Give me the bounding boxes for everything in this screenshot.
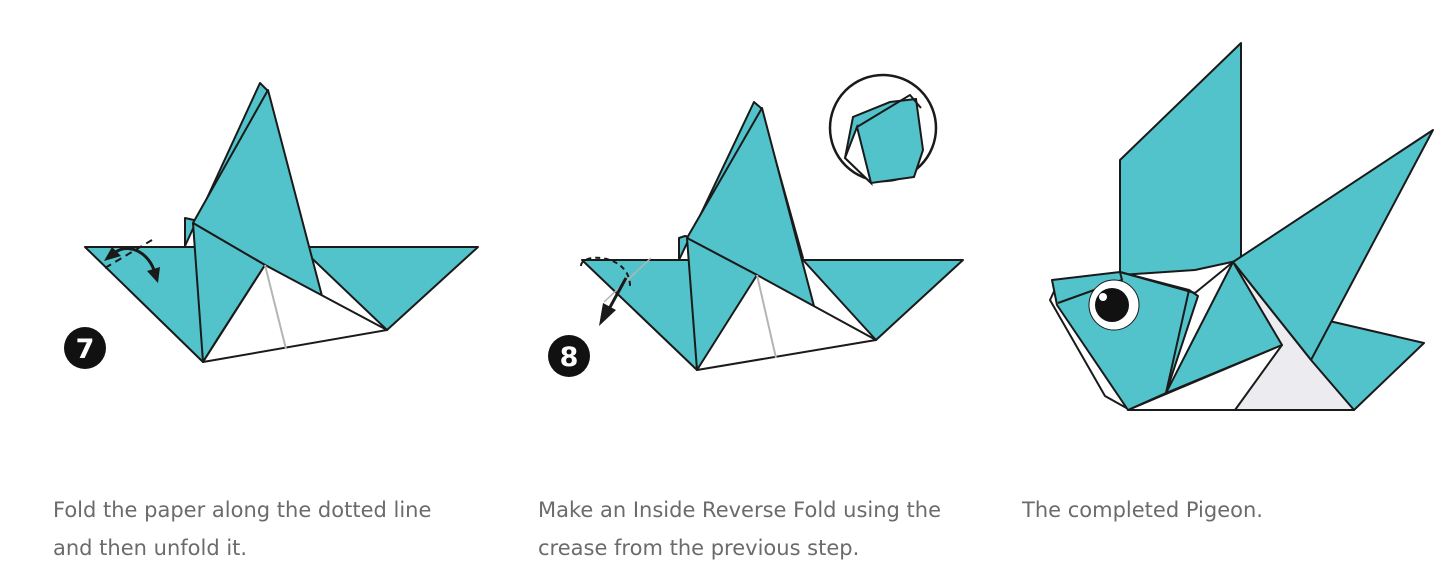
completed-pigeon-step: The completed Pigeon. — [970, 0, 1446, 569]
right-wing-flap — [299, 246, 479, 331]
pigeon-head-crease — [1057, 271, 1123, 304]
fold-unfold-arrow-icon — [104, 239, 160, 283]
step-caption: The completed Pigeon. — [1022, 498, 1263, 522]
step-7: 7 Fold the paper along the dotted line a… — [0, 0, 485, 569]
step-caption: Make an Inside Reverse Fold using the cr… — [538, 498, 942, 560]
step-number-badge: 7 — [64, 327, 106, 369]
right-wing-flap — [802, 259, 964, 341]
pigeon-body — [1165, 261, 1283, 394]
step-number: 8 — [560, 342, 579, 373]
pigeon-neck-crease — [1165, 289, 1190, 394]
eye-icon — [1088, 279, 1140, 331]
pocket-crease — [264, 264, 287, 350]
white-pocket — [202, 264, 388, 363]
pocket-crease — [756, 274, 777, 359]
step-number: 7 — [76, 334, 95, 365]
completed-pigeon — [1049, 42, 1434, 411]
pigeon-rear-wing — [1119, 42, 1242, 276]
step-8-diagram: 8 — [548, 73, 964, 377]
step-caption: Fold the paper along the dotted line and… — [53, 498, 432, 560]
step-number-badge: 8 — [548, 335, 590, 377]
reverse-fold-arrow-icon — [580, 256, 652, 326]
step-7-diagram: 7 — [64, 82, 479, 369]
step-8: 8 Make an Inside Reverse Fold using the … — [485, 0, 970, 569]
pigeon-back-line — [1119, 261, 1234, 294]
zoom-detail-icon — [828, 73, 938, 187]
folded-pigeon-base — [581, 101, 964, 371]
completed-pigeon-diagram — [1049, 42, 1434, 411]
folded-pigeon-base — [84, 82, 479, 363]
white-pocket — [696, 274, 877, 371]
